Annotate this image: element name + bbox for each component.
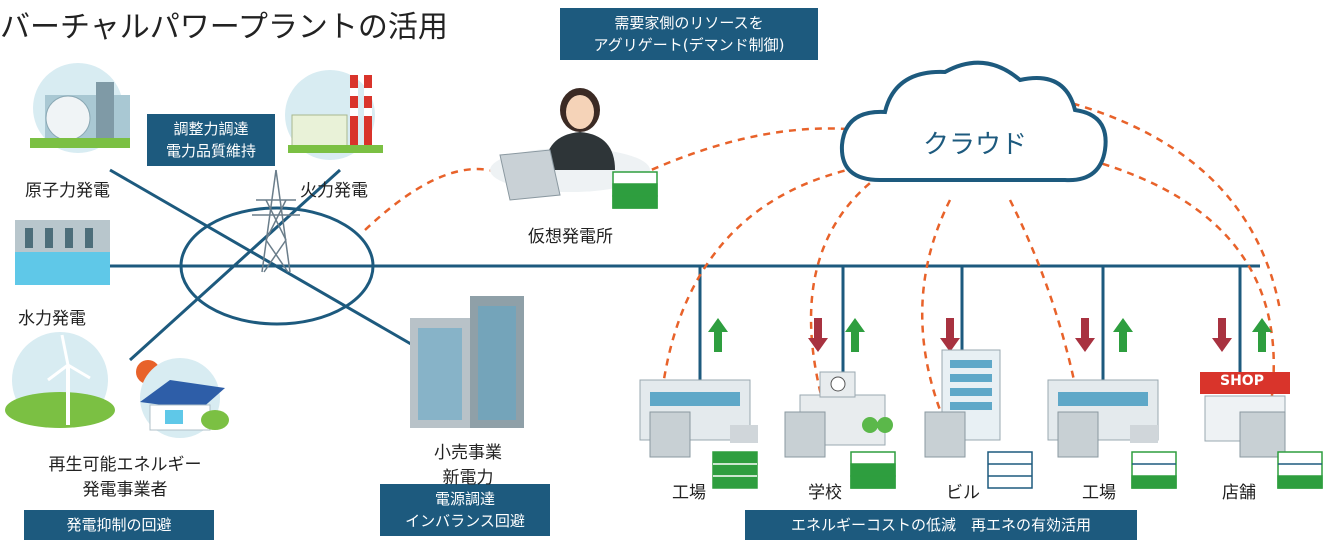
shop-sign: SHOP xyxy=(1220,373,1264,389)
thermal-plant-icon xyxy=(285,70,383,160)
label-thermal: 火力発電 xyxy=(300,181,368,201)
badge-demand-side-line1: 需要家側のリソースを xyxy=(614,14,764,32)
badge-cost: エネルギーコストの低減 再エネの有効活用 xyxy=(745,510,1137,540)
label-school: 学校 xyxy=(808,483,842,503)
wind-turbine-icon xyxy=(5,332,115,428)
badge-imbalance: 電源調達 インバランス回避 xyxy=(380,484,550,536)
label-building: ビル xyxy=(946,483,980,503)
badge-adjustment-line2: 電力品質維持 xyxy=(165,142,256,160)
battery-vpp-icon xyxy=(612,171,658,209)
factory-1-icon xyxy=(639,379,758,458)
shop-icon xyxy=(1200,372,1290,458)
label-renewable-line1: 再生可能エネルギー xyxy=(48,455,202,475)
energy-arrows xyxy=(708,318,1272,352)
label-retail-line1: 小売事業 xyxy=(434,443,502,463)
label-retail: 小売事業 新電力 xyxy=(418,438,518,488)
cloud-icon xyxy=(839,60,1108,183)
label-hydro: 水力発電 xyxy=(18,309,86,329)
label-factory-2: 工場 xyxy=(1082,483,1116,503)
battery-factory1-icon xyxy=(712,451,758,489)
battery-school-icon xyxy=(850,451,896,489)
badge-demand-side-line2: アグリゲート(デマンド制御) xyxy=(593,36,785,54)
page-title: バーチャルパワープラントの活用 xyxy=(0,10,448,45)
label-factory-1: 工場 xyxy=(672,483,706,503)
label-shop: 店舗 xyxy=(1222,483,1256,503)
nuclear-plant-icon xyxy=(30,63,130,153)
retail-buildings-icon xyxy=(410,296,524,428)
office-building-icon xyxy=(924,349,1001,458)
battery-shop-icon xyxy=(1277,451,1323,489)
badge-curtail: 発電抑制の回避 xyxy=(24,510,214,540)
badge-adjustment-line1: 調整力調達 xyxy=(173,120,249,138)
operator-icon xyxy=(490,88,650,201)
badge-imbalance-line1: 電源調達 xyxy=(434,490,495,508)
badge-imbalance-line2: インバランス回避 xyxy=(405,512,525,530)
battery-building-icon xyxy=(987,451,1033,489)
hydro-dam-icon xyxy=(15,220,110,285)
label-renewable-line2: 発電事業者 xyxy=(82,480,168,500)
label-renewable: 再生可能エネルギー 発電事業者 xyxy=(30,450,220,500)
badge-demand-side: 需要家側のリソースを アグリゲート(デマンド制御) xyxy=(560,8,818,60)
badge-adjustment: 調整力調達 電力品質維持 xyxy=(147,114,275,166)
cloud-label: クラウド xyxy=(922,130,1027,160)
grid-lines xyxy=(105,168,1260,390)
school-icon xyxy=(784,371,893,458)
grid-ring xyxy=(179,206,375,326)
label-retail-line2: 新電力 xyxy=(442,468,494,488)
label-vpp: 仮想発電所 xyxy=(528,227,613,247)
factory-2-icon xyxy=(1047,379,1159,458)
solar-house-icon xyxy=(136,358,229,438)
transmission-tower-icon xyxy=(252,169,300,273)
battery-factory2-icon xyxy=(1131,451,1177,489)
label-nuclear: 原子力発電 xyxy=(25,181,110,201)
